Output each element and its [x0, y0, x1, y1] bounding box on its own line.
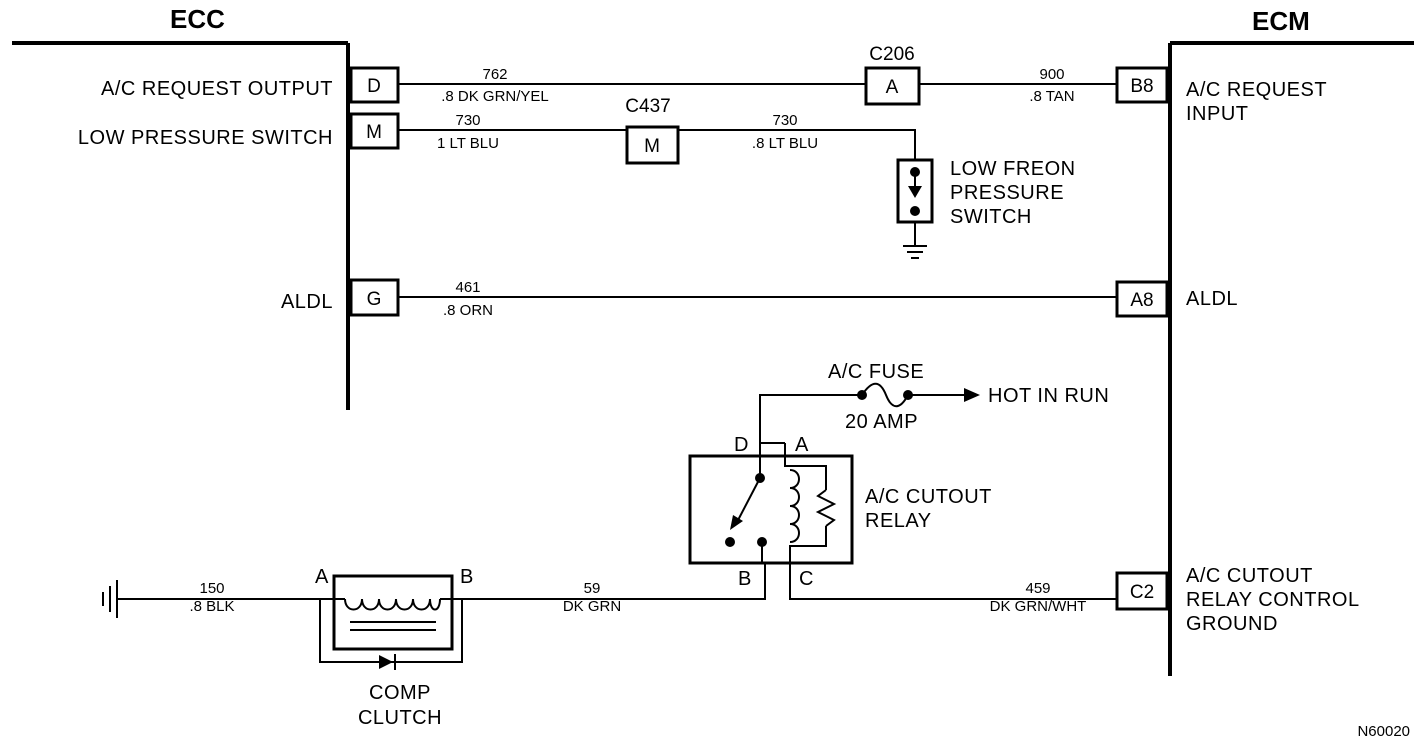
relay-coil-lead-bottom: [789, 526, 827, 563]
wire-461-circuit: 461: [455, 279, 480, 296]
ecc-pin-d-box: [349, 66, 400, 104]
ecc-label-ac-request-output: A/C REQUEST OUTPUT: [101, 78, 333, 100]
ecm-pin-a8: A8: [1130, 290, 1153, 311]
ecc-pin-g: G: [367, 289, 382, 310]
low-freon-label-1: LOW FREON: [950, 158, 1076, 180]
figure-id: N60020: [1357, 723, 1410, 740]
ecm-label-ac-request-input-1: A/C REQUEST: [1186, 79, 1327, 101]
wire-59-circuit: 59: [584, 580, 601, 597]
connector-c206-label: C206: [869, 44, 914, 65]
wire-762-spec: .8 DK GRN/YEL: [441, 88, 549, 105]
fuse-element: [861, 382, 909, 408]
low-freon-label-3: SWITCH: [950, 206, 1032, 228]
wire-59-spec: DK GRN: [563, 598, 621, 615]
ecm-pin-a8-box: [1115, 280, 1169, 318]
relay-no-contact: [725, 537, 735, 547]
ecc-title: ECC: [170, 4, 225, 34]
wire-150-circuit: 150: [199, 580, 224, 597]
ecm-pin-b8-box: [1115, 66, 1169, 104]
comp-clutch-label-1: COMP: [369, 682, 431, 704]
wire-900-spec: .8 TAN: [1029, 88, 1074, 105]
c206-pin-a: A: [886, 77, 899, 98]
wire-762-circuit: 762: [482, 66, 507, 83]
cutout-relay-label-2: RELAY: [865, 510, 932, 532]
ecm-label-cutout-2: RELAY CONTROL: [1186, 589, 1360, 611]
ac-fuse-label: A/C FUSE: [828, 361, 924, 383]
wire-150-spec: .8 BLK: [189, 598, 234, 615]
wire-730a-spec: 1 LT BLU: [437, 135, 499, 152]
ecm-pin-c2-box: [1115, 571, 1169, 611]
ecc-label-low-pressure-switch: LOW PRESSURE SWITCH: [78, 127, 333, 149]
clutch-terminal-b: B: [460, 566, 474, 588]
low-freon-label-2: PRESSURE: [950, 182, 1064, 204]
relay-resistor: [815, 489, 837, 527]
hot-in-run-arrow-icon: [964, 388, 980, 402]
c206-pin-a-box: [864, 66, 921, 106]
comp-clutch-body: [332, 574, 454, 651]
wire-900-circuit: 900: [1039, 66, 1064, 83]
wire-fuse-to-relay: [759, 394, 862, 456]
wire-461-spec: .8 ORN: [443, 302, 493, 319]
ecc-pin-d: D: [367, 76, 381, 97]
wire-459-spec: DK GRN/WHT: [990, 598, 1087, 615]
relay-armature: [735, 477, 761, 525]
relay-coil-lead-top: [784, 456, 827, 490]
ecm-pin-c2: C2: [1130, 582, 1154, 603]
relay-armature-arrow: [730, 515, 743, 530]
c437-pin-m: M: [644, 136, 660, 157]
wire-730a-circuit: 730: [455, 112, 480, 129]
relay-terminal-d: D: [734, 434, 749, 456]
relay-terminal-b: B: [738, 568, 752, 590]
relay-terminal-a: A: [795, 434, 809, 456]
connector-c437-label: C437: [625, 96, 670, 117]
wire-59: [470, 563, 766, 600]
relay-coil: [789, 469, 800, 543]
ecm-title: ECM: [1252, 6, 1310, 36]
switch-arrow: [908, 186, 922, 198]
wire-730b-spec: .8 LT BLU: [752, 135, 818, 152]
comp-clutch-label-2: CLUTCH: [358, 707, 442, 729]
ecc-pin-m-box: [349, 112, 400, 150]
ecm-label-ac-request-input-2: INPUT: [1186, 103, 1249, 125]
ecm-label-aldl: ALDL: [1186, 288, 1238, 310]
wire-459-circuit: 459: [1025, 580, 1050, 597]
switch-contact-bottom: [910, 206, 920, 216]
diode-icon: [379, 655, 393, 669]
wire-459: [789, 563, 1117, 600]
ecm-pin-b8: B8: [1130, 76, 1153, 97]
relay-terminal-c: C: [799, 568, 814, 590]
wire-730-switch: [678, 129, 916, 160]
wire-730b-circuit: 730: [772, 112, 797, 129]
c437-pin-m-box: [625, 125, 680, 165]
ecm-label-cutout-1: A/C CUTOUT: [1186, 565, 1313, 587]
cutout-relay-body: [688, 454, 854, 565]
fuse-rating-label: 20 AMP: [845, 411, 918, 433]
clutch-terminal-a: A: [315, 566, 329, 588]
cutout-relay-label-1: A/C CUTOUT: [865, 486, 992, 508]
ecc-pin-g-box: [349, 278, 400, 317]
hot-in-run-label: HOT IN RUN: [988, 385, 1109, 407]
ecm-label-cutout-3: GROUND: [1186, 613, 1278, 635]
ecc-pin-m: M: [366, 122, 382, 143]
ecc-label-aldl: ALDL: [281, 291, 333, 313]
clutch-coil: [344, 598, 441, 611]
